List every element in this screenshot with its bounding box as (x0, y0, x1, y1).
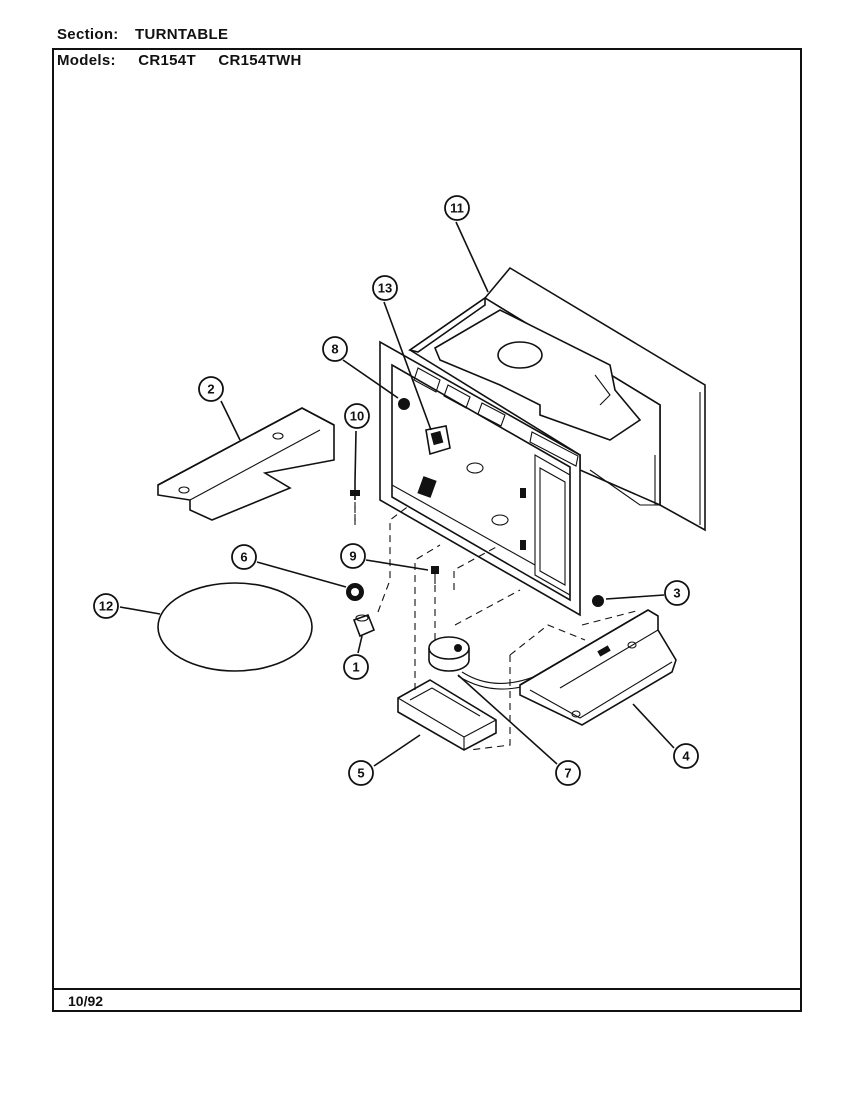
callout-7: 7 (555, 760, 581, 786)
part-9-screw (431, 566, 439, 584)
part-12-turntable-tray (157, 582, 313, 672)
callout-9: 9 (340, 543, 366, 569)
callout-4: 4 (673, 743, 699, 769)
callout-9-label: 9 (349, 549, 356, 564)
part-13-switch (425, 425, 451, 456)
callout-5: 5 (348, 760, 374, 786)
date-code: 10/92 (68, 993, 104, 1009)
callout-6: 6 (231, 544, 257, 570)
section-header: Section: TURNTABLE (57, 26, 228, 43)
model-number-1: CR154T (138, 52, 196, 69)
part-2-mounting-plate (157, 407, 335, 521)
part-11-cavity-housing (408, 266, 706, 532)
models-label: Models: (57, 52, 116, 69)
assembly-guide-lines (354, 504, 641, 751)
callout-2-label: 2 (207, 382, 214, 397)
callout-3-label: 3 (673, 586, 680, 601)
callout-6-label: 6 (240, 550, 247, 565)
callout-4-label: 4 (682, 749, 690, 764)
part-6-roller-coupler (346, 583, 364, 601)
part-4-motor-bracket (519, 609, 677, 726)
part-10-screw (350, 482, 360, 525)
callout-1: 1 (343, 654, 369, 680)
callout-8-label: 8 (331, 342, 338, 357)
callout-12: 12 (93, 593, 119, 619)
callout-12-label: 12 (99, 599, 113, 614)
callout-11: 11 (444, 195, 470, 221)
callout-11-label: 11 (450, 201, 464, 216)
models-header: Models: CR154T CR154TWH (57, 52, 302, 69)
section-value: TURNTABLE (135, 26, 229, 43)
callout-3: 3 (664, 580, 690, 606)
callout-7-label: 7 (564, 766, 571, 781)
callout-leader-lines (119, 221, 675, 767)
callout-13-label: 13 (378, 281, 392, 296)
section-label: Section: (57, 26, 119, 43)
part-8-grommet (398, 398, 410, 410)
callout-2: 2 (198, 376, 224, 402)
part-11-front-panel (379, 340, 581, 617)
callout-5-label: 5 (357, 766, 364, 781)
footer-divider (52, 988, 802, 990)
model-number-2: CR154TWH (218, 52, 302, 69)
part-7-turntable-motor (428, 636, 551, 690)
part-1-shaft (352, 613, 376, 638)
part-5-motor-cover (397, 679, 497, 751)
callout-13: 13 (372, 275, 398, 301)
callout-8: 8 (322, 336, 348, 362)
part-3-grommet (592, 595, 604, 607)
diagram-frame (52, 48, 802, 1012)
callout-10: 10 (344, 403, 370, 429)
callout-10-label: 10 (350, 409, 364, 424)
callout-1-label: 1 (352, 660, 359, 675)
